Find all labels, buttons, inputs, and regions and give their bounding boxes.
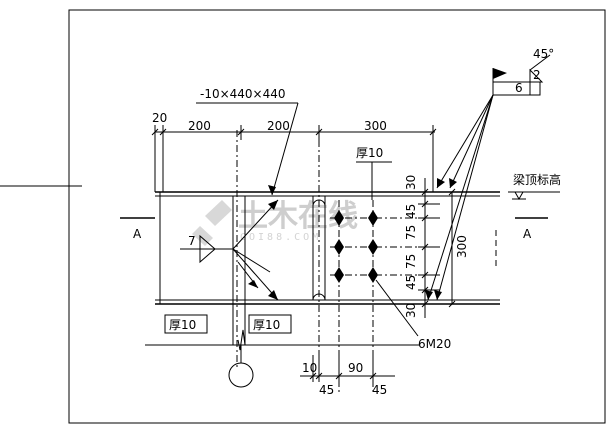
weld-gap: 2 [533,68,541,82]
weld-angle: 45° [533,47,554,61]
section-label-right: A [523,227,532,241]
bolt [368,267,378,283]
thickness-label-top: 厚10 [356,146,383,160]
bolt-spec-label: 6M20 [418,337,451,351]
bolt [334,267,344,283]
top-dimension-chain: 20 200 200 300 [151,111,437,192]
bolt [368,239,378,255]
dim-10: 10 [302,361,317,375]
plate-callout: -10×440×440 [196,87,299,196]
weld-symbol-right: 45° 2 6 [425,47,554,301]
watermark: 土木在线 COI88.COM [192,199,358,246]
dim-45-left: 45 [319,383,334,397]
dim-75-lower: 75 [404,254,418,269]
column-axis-bubble [228,362,254,388]
dim-20: 20 [152,111,167,125]
drawing-frame [68,9,606,424]
thickness-label-bottom-left: 厚10 [169,318,196,332]
dim-300-top: 300 [364,119,387,133]
splice-plate-edges [312,140,326,360]
weld-size-left: 7 [188,234,196,248]
beam-top-elevation-mark: 梁顶标高 [508,172,561,201]
dim-30-bottom: 30 [404,303,418,318]
thickness-box-left [164,314,208,334]
section-label-left: A [133,227,142,241]
bolt [334,210,344,226]
dim-45-right: 45 [372,383,387,397]
dim-75-upper: 75 [404,225,418,240]
dim-90: 90 [348,361,363,375]
right-dimension-chain: 30 45 75 75 45 30 300 [404,175,469,318]
bolt-callout: 6M20 [375,279,451,351]
section-mark-right: A [515,217,548,241]
dim-45-bottom: 45 [404,275,418,290]
dim-45-top: 45 [404,204,418,219]
weld-ref: 6 [515,81,523,95]
bolt [368,210,378,226]
weld-symbol-left: 7 [180,199,279,301]
dim-200-right: 200 [267,119,290,133]
section-mark-left: A [120,217,155,241]
thickness-label-bottom-right: 厚10 [253,318,280,332]
beam-top-elevation-label: 梁顶标高 [513,172,561,187]
watermark-subtext: COI88.COM [240,232,321,243]
dim-300-vertical: 300 [455,235,469,258]
field-weld-flag-icon [493,68,507,79]
beam-flanges [155,191,500,305]
thickness-box-right [248,314,292,334]
bolts [334,210,378,283]
bolt [334,239,344,255]
bottom-dimension-chain: 10 90 45 45 [300,355,395,397]
dim-30-top: 30 [404,175,418,190]
dim-200-left: 200 [188,119,211,133]
plate-size-label: -10×440×440 [200,87,286,101]
